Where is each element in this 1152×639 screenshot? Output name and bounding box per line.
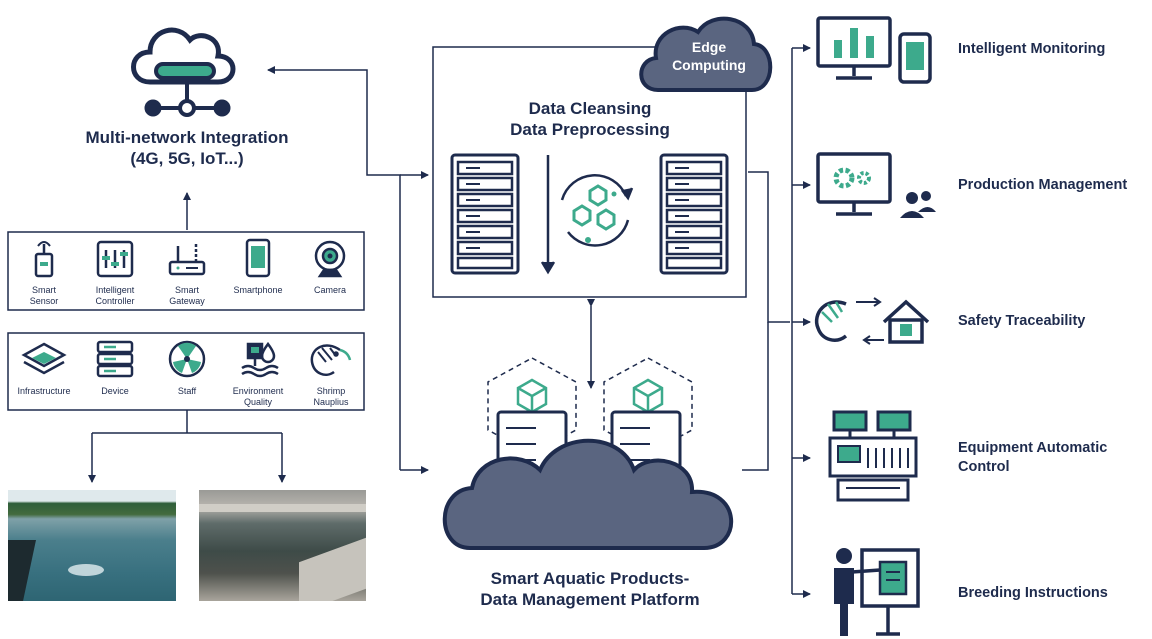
hexagon-cluster-icon [572, 184, 617, 243]
presenter-icon [834, 548, 920, 636]
multi-network-title-line2: (4G, 5G, IoT...) [130, 149, 244, 168]
device-label-smartphone: Smartphone [233, 285, 283, 295]
control-panel-icon [828, 410, 918, 502]
multi-network-title: Multi-network Integration (4G, 5G, IoT..… [40, 127, 334, 169]
platform-title: Smart Aquatic Products-Data Management P… [480, 569, 700, 609]
server-rack-right [659, 153, 729, 275]
multi-network-title-line1: Multi-network Integration [85, 128, 289, 147]
platform-cloud-icon [442, 438, 734, 550]
device-server-icon [96, 340, 134, 378]
pond-liner [8, 540, 36, 601]
tank-wall [299, 537, 366, 601]
app-label-breeding-instructions: Breeding Instructions [958, 585, 1108, 601]
edge-cloud-icon [639, 16, 773, 92]
tank-rim [199, 504, 366, 512]
pond-photo [8, 490, 176, 601]
camera-icon [314, 240, 346, 278]
monitor-chart-icon [816, 16, 932, 84]
monitor-gears-icon [816, 152, 936, 218]
shrimp-house-icon [814, 297, 930, 345]
resource-label-infrastructure: Infrastructure [17, 386, 71, 396]
intelligent-controller-icon [96, 240, 134, 278]
processing-cycle-icon [540, 155, 634, 275]
arrow-to-multi-network [267, 66, 401, 470]
shrimp-icon [310, 344, 352, 376]
network-cloud-icon [131, 27, 236, 117]
app-label-safety-traceability: Safety Traceability [958, 313, 1086, 329]
smart-gateway-icon [168, 242, 206, 276]
cube-icon-right [632, 378, 664, 414]
resource-label-device: Device [101, 386, 129, 396]
smartphone-icon [245, 238, 271, 278]
devices-box [7, 231, 365, 311]
smart-sensor-icon [34, 241, 54, 278]
connector-edge-to-right [748, 171, 790, 323]
device-label-camera: Camera [313, 285, 346, 295]
cube-icon-left [516, 378, 548, 414]
server-rack-left [450, 153, 520, 275]
resources-box [7, 332, 365, 411]
resource-label-staff: Staff [177, 386, 197, 396]
app-label-production-management: Production Management [958, 177, 1128, 193]
pond-aerator-splash [68, 564, 104, 576]
tank-photo [199, 490, 366, 601]
app-label-intelligent-monitoring: Intelligent Monitoring [958, 41, 1106, 57]
environment-quality-icon [241, 341, 279, 378]
connector-platform-to-right [742, 322, 769, 471]
staff-icon [168, 340, 206, 378]
infrastructure-layers-icon [21, 342, 67, 375]
